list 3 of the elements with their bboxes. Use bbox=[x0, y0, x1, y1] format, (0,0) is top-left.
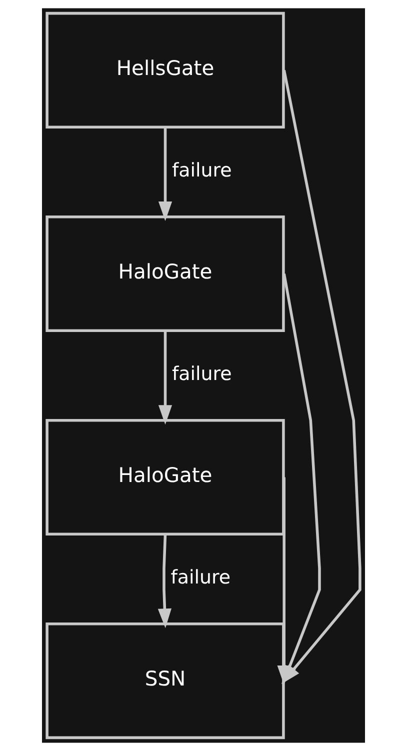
edge-label: failure bbox=[171, 362, 232, 385]
edge-label: failure bbox=[171, 159, 232, 182]
edge-label: failure bbox=[170, 566, 230, 588]
